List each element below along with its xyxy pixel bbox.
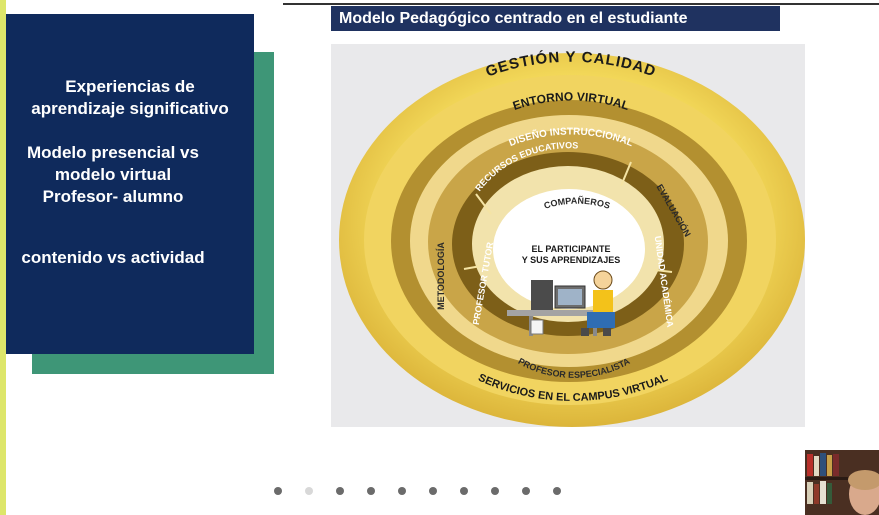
panel-line-4: modelo virtual [54, 165, 172, 184]
ring-label-metodologia: METODOLOGÍA [436, 242, 446, 310]
panel-line-6: contenido vs actividad [21, 248, 205, 267]
inner-label-companeros: COMPAÑEROS [543, 196, 612, 211]
carousel-dot[interactable] [367, 487, 375, 495]
carousel-dot[interactable] [429, 487, 437, 495]
accent-strip [0, 0, 6, 515]
rings [339, 53, 805, 427]
panel-line-1: Experiencias de [65, 77, 195, 96]
carousel-dot[interactable] [553, 487, 561, 495]
carousel-dot[interactable] [336, 487, 344, 495]
concentric-diagram: GESTIÓN Y CALIDAD ENTORNO VIRTUAL DISEÑO… [331, 44, 805, 427]
top-divider [283, 3, 879, 5]
carousel-dot-active[interactable] [305, 487, 313, 495]
carousel-dot[interactable] [398, 487, 406, 495]
center-label-1: EL PARTICIPANTE [531, 244, 610, 254]
left-text-panel: Experiencias de aprendizaje significativ… [6, 14, 254, 354]
carousel-dot[interactable] [491, 487, 499, 495]
slide-title: Modelo Pedagógico centrado en el estudia… [331, 6, 780, 31]
svg-text:COMPAÑEROS: COMPAÑEROS [543, 196, 612, 211]
carousel-pagination [268, 484, 568, 498]
carousel-dot[interactable] [522, 487, 530, 495]
webcam-thumbnail[interactable] [805, 450, 879, 515]
student-computer-illustration [507, 270, 615, 336]
carousel-dot[interactable] [274, 487, 282, 495]
center-label-2: Y SUS APRENDIZAJES [522, 255, 621, 265]
carousel-dot[interactable] [460, 487, 468, 495]
panel-line-3: Modelo presencial vs [27, 143, 199, 162]
panel-line-2: aprendizaje significativo [31, 99, 229, 118]
panel-line-5: Profesor- alumno [42, 187, 184, 206]
